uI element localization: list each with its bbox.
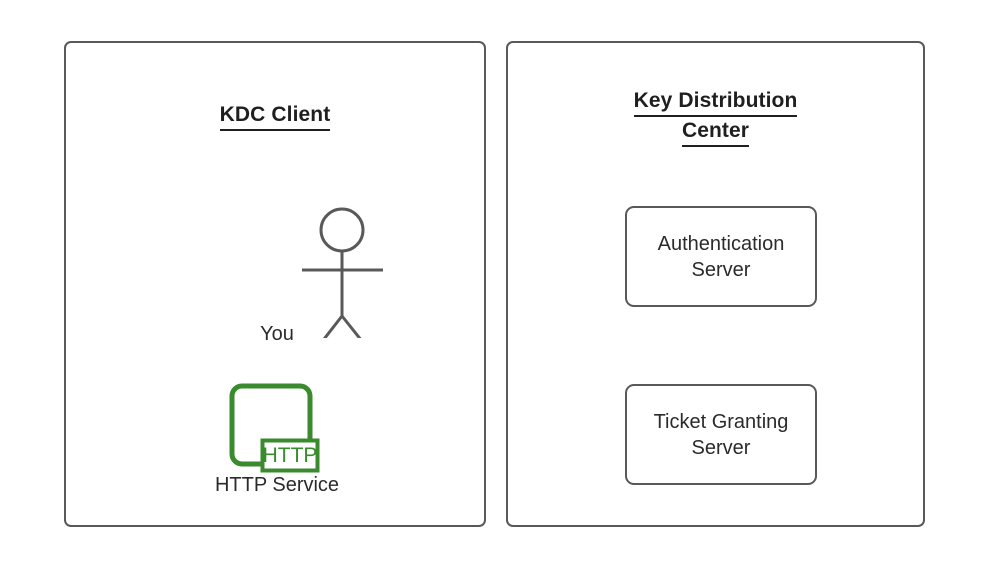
http-badge-text: HTTP — [263, 444, 318, 467]
ticket-granting-server-box[interactable]: Ticket Granting Server — [625, 384, 817, 485]
authentication-server-box[interactable]: Authentication Server — [625, 206, 817, 307]
kdc-title-line-1: Key Distribution — [633, 87, 798, 117]
key-distribution-center-panel: Key Distribution Center Authentication S… — [506, 41, 925, 527]
actor-label: You — [260, 323, 294, 345]
ticket-granting-server-label: Ticket Granting Server — [653, 410, 789, 459]
kdc-client-title: KDC Client — [66, 101, 484, 131]
http-service-label: HTTP Service — [214, 474, 340, 496]
stick-figure-icon — [236, 158, 446, 371]
kdc-title-line-2: Center — [681, 117, 750, 147]
authentication-server-label: Authentication Server — [657, 232, 785, 281]
kdc-client-title-line-1: KDC Client — [219, 101, 331, 131]
http-service-icon: HTTP — [226, 381, 326, 477]
key-distribution-center-title: Key Distribution Center — [508, 87, 923, 147]
kdc-client-panel: KDC Client You — [64, 41, 486, 527]
